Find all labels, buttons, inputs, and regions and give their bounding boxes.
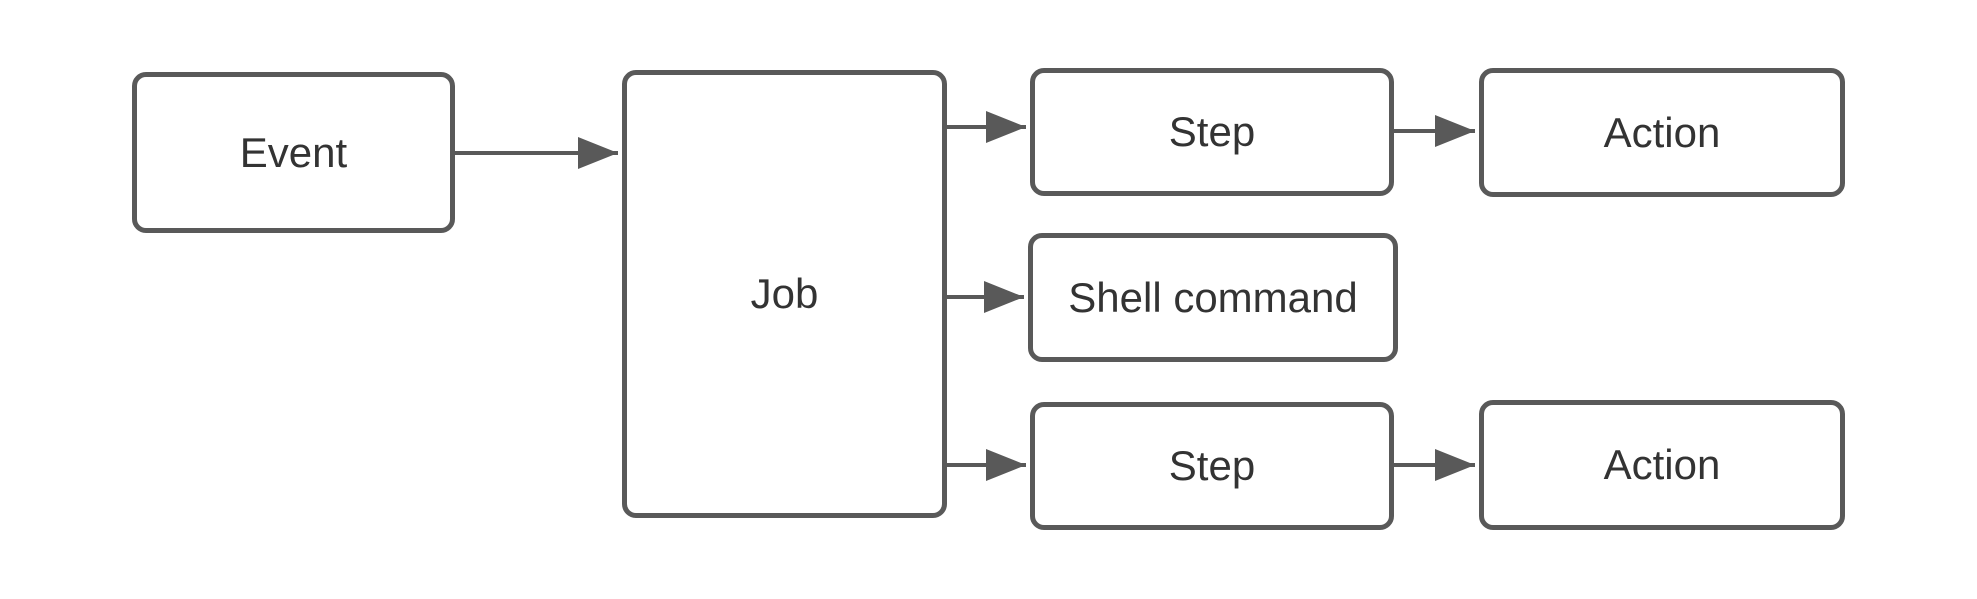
node-action-top-label: Action <box>1603 108 1721 156</box>
node-action-bottom: Action <box>1479 400 1845 530</box>
node-step-bottom: Step <box>1030 402 1394 530</box>
node-step-top: Step <box>1030 68 1394 196</box>
node-step-top-label: Step <box>1168 108 1256 155</box>
node-event: Event <box>132 72 455 233</box>
node-action-top: Action <box>1479 68 1845 197</box>
node-step-bottom-label: Step <box>1168 442 1256 489</box>
node-shell-command: Shell command <box>1028 233 1398 362</box>
node-action-bottom-label: Action <box>1603 441 1721 488</box>
node-job-label: Job <box>750 270 819 317</box>
node-shell-command-label: Shell command <box>1068 273 1358 321</box>
node-job: Job <box>622 70 947 518</box>
node-event-label: Event <box>239 128 348 176</box>
